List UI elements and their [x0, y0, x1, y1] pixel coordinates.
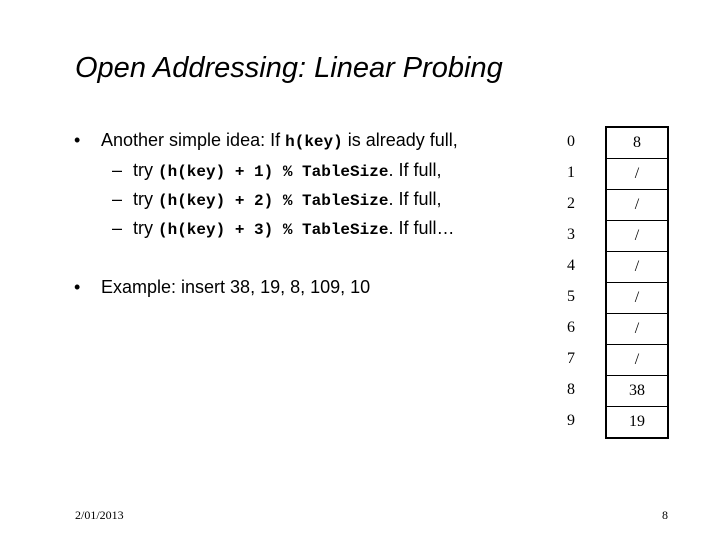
table-index: 7 [567, 350, 575, 367]
slide-title: Open Addressing: Linear Probing [75, 52, 503, 84]
hash-table-cell: 19 [629, 413, 645, 430]
sub-item-3: try (h(key) + 3) % TableSize. If full… [133, 217, 454, 241]
sub-item-code: (h(key) + 1) % TableSize [158, 163, 389, 181]
bullet-marker: • [74, 130, 81, 150]
bullet-marker: • [74, 277, 81, 297]
sub-item-2: try (h(key) + 2) % TableSize. If full, [133, 188, 441, 212]
hash-table-cell: / [607, 159, 667, 190]
sub-item-marker: – [112, 189, 123, 209]
table-index: 9 [567, 412, 575, 429]
sub-item-marker: – [112, 160, 123, 180]
bullet-2: Example: insert 38, 19, 8, 109, 10 [101, 277, 371, 297]
table-index: 2 [567, 195, 575, 212]
bullet-1: Another simple idea: If h(key) is alread… [101, 129, 458, 153]
sub-item-suffix: . If full, [388, 189, 442, 209]
footer-date: 2/01/2013 [75, 508, 124, 522]
table-index: 0 [567, 133, 575, 150]
table-index: 8 [567, 381, 575, 398]
bullet-1-text-after: is already full, [342, 130, 458, 150]
bullet-1-text-before: Another simple idea: If [101, 130, 286, 150]
table-index: 6 [567, 319, 575, 336]
hash-table-cell: / [607, 252, 667, 283]
hash-table-cell: / [607, 314, 667, 345]
sub-item-prefix: try [133, 189, 158, 209]
hash-table-cell: / [607, 345, 667, 376]
sub-item-suffix: . If full… [388, 218, 455, 238]
table-index: 4 [567, 257, 575, 274]
sub-item-prefix: try [133, 218, 158, 238]
page-number: 8 [662, 508, 668, 522]
sub-item-suffix: . If full, [388, 160, 442, 180]
table-index: 3 [567, 226, 575, 243]
table-index: 5 [567, 288, 575, 305]
sub-item-code: (h(key) + 2) % TableSize [158, 192, 389, 210]
hash-table-cell: 8 [607, 128, 667, 159]
hash-table-cell: 38 [607, 376, 667, 407]
sub-item-code: (h(key) + 3) % TableSize [158, 221, 389, 239]
hash-table: 8 / / / / / / / 38 19 [605, 126, 669, 439]
sub-item-marker: – [112, 218, 123, 238]
hash-table-cell: / [607, 221, 667, 252]
sub-item-prefix: try [133, 160, 158, 180]
bullet-1-code: h(key) [285, 133, 343, 151]
sub-item-1: try (h(key) + 1) % TableSize. If full, [133, 159, 441, 183]
hash-table-cell: / [607, 283, 667, 314]
table-index: 1 [567, 164, 575, 181]
hash-table-cell: / [607, 190, 667, 221]
